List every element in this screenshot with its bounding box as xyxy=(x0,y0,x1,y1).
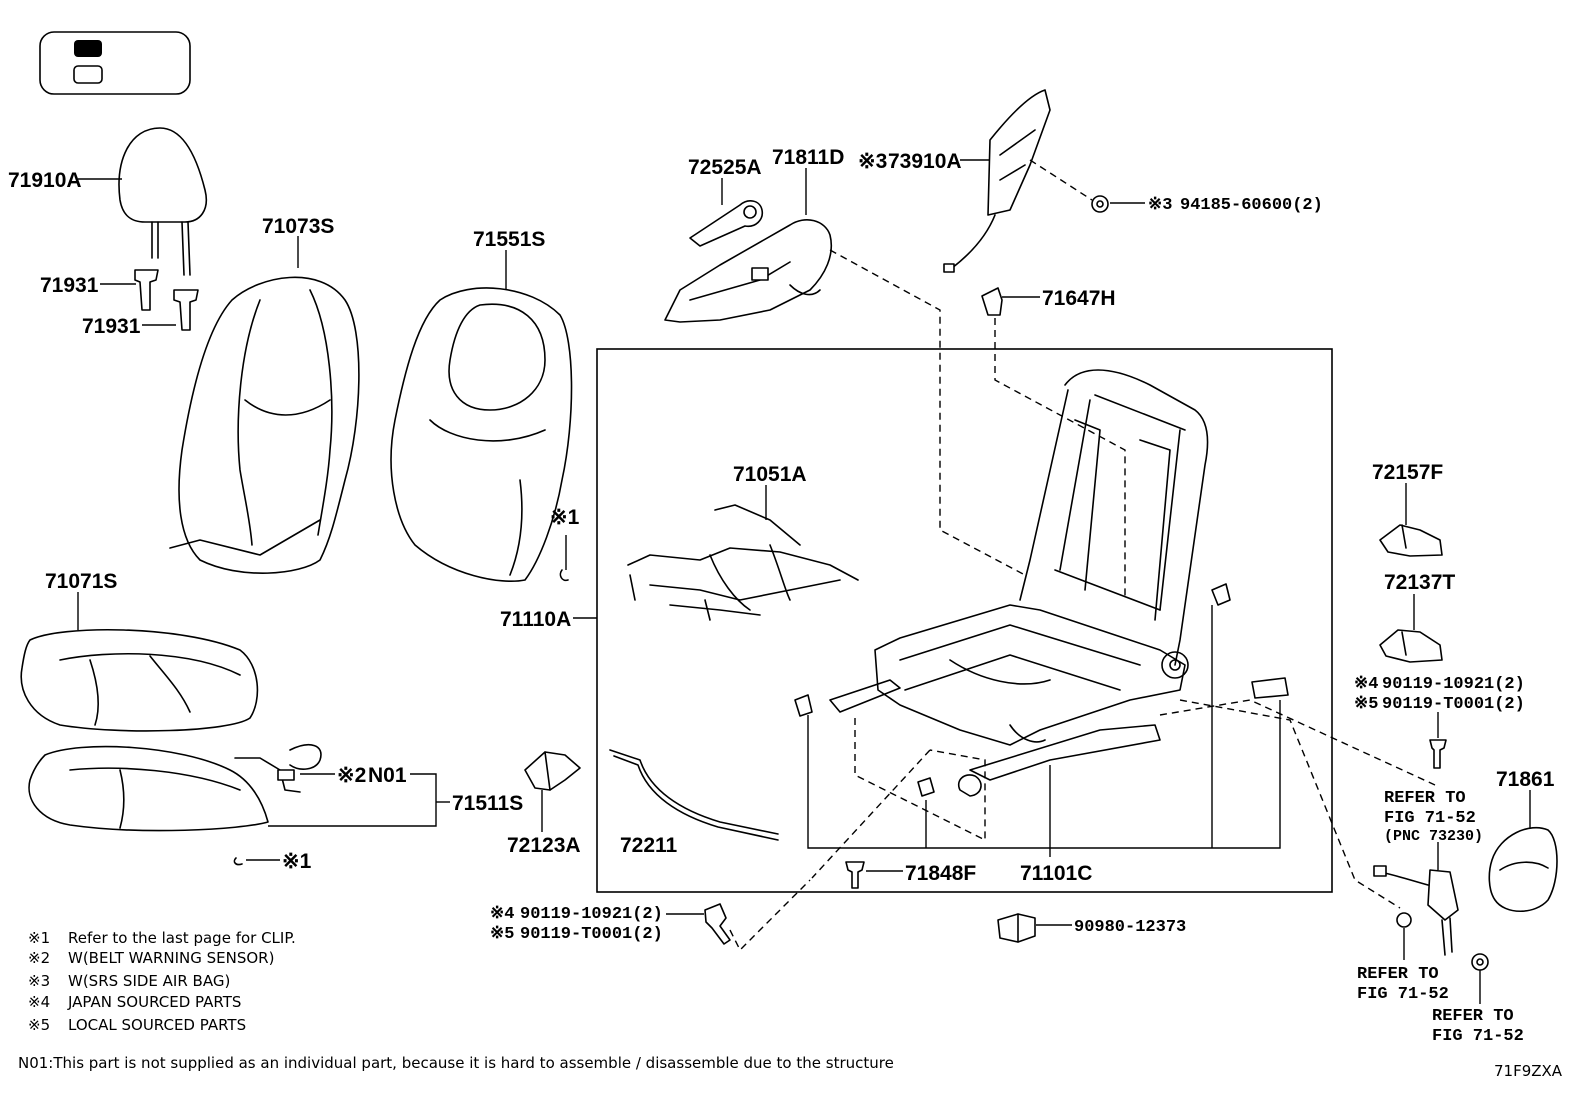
label-72123A: 72123A xyxy=(507,834,581,857)
headrest-support-icon[interactable] xyxy=(134,269,199,331)
label-72137T: 72137T xyxy=(1384,571,1455,594)
recliner-cover-icon[interactable] xyxy=(664,219,833,323)
mark-clip-1b: ※1 xyxy=(282,850,312,873)
note-5-mark: ※5 xyxy=(28,1016,50,1034)
label-72211: 72211 xyxy=(620,834,678,857)
label-90119-T0001-b: 90119-T0001(2) xyxy=(520,925,663,944)
bolt-71848F-icon[interactable] xyxy=(845,861,865,889)
notes-list: ※1 Refer to the last page for CLIP. ※2 W… xyxy=(28,929,296,1034)
recliner-lever-icon[interactable] xyxy=(689,200,764,247)
rod-72211-icon[interactable] xyxy=(609,749,779,841)
note-1-mark: ※1 xyxy=(28,929,50,947)
label-N01: N01 xyxy=(368,764,407,787)
seat-spring-icon[interactable] xyxy=(627,504,859,621)
refer-3-line-2[interactable]: FIG 71-52 xyxy=(1432,1027,1524,1046)
label-90119-T0001: 90119-T0001(2) xyxy=(1382,695,1525,714)
label-71073S: 71073S xyxy=(262,215,334,238)
mark-5: ※5 xyxy=(490,925,514,944)
note-4-text: JAPAN SOURCED PARTS xyxy=(67,993,241,1011)
refer-3-line-1[interactable]: REFER TO xyxy=(1432,1007,1514,1026)
buckle-cover-71861-icon[interactable] xyxy=(1488,826,1558,912)
mark-4b: ※4 xyxy=(1354,675,1378,694)
refer-1-line-1[interactable]: REFER TO xyxy=(1384,789,1466,808)
footnote: N01:This part is not supplied as an indi… xyxy=(18,1054,894,1072)
label-71848F: 71848F xyxy=(905,862,976,885)
label-90980-12373: 90980-12373 xyxy=(1074,918,1186,937)
note-2-text: W(BELT WARNING SENSOR) xyxy=(68,949,274,967)
label-71647H: 71647H xyxy=(1042,287,1116,310)
label-71511S: 71511S xyxy=(452,792,523,815)
refer-2-line-1[interactable]: REFER TO xyxy=(1357,965,1439,984)
label-71910A: 71910A xyxy=(8,169,82,192)
label-90119-10921: 90119-10921(2) xyxy=(1382,675,1525,694)
cushion-pad-icon[interactable] xyxy=(28,745,269,832)
refer-2-line-2[interactable]: FIG 71-52 xyxy=(1357,985,1449,1004)
clip-icon-small[interactable] xyxy=(233,857,243,866)
nut-94185-icon[interactable] xyxy=(1091,195,1109,213)
connector-90980-icon[interactable] xyxy=(997,913,1036,943)
label-71071S: 71071S xyxy=(45,570,117,593)
label-71051A: 71051A xyxy=(733,463,807,486)
frame-clip-icon[interactable] xyxy=(794,583,1289,797)
mark-3: ※3 xyxy=(858,150,887,173)
label-90119-10921-b: 90119-10921(2) xyxy=(520,905,663,924)
bracket-72123A-icon[interactable] xyxy=(524,751,581,791)
mark-clip-1: ※1 xyxy=(550,506,580,529)
note-3-mark: ※3 xyxy=(28,972,50,990)
note-2-mark: ※2 xyxy=(28,949,50,967)
note-3-text: W(SRS SIDE AIR BAG) xyxy=(68,972,230,990)
bolt-90119-icon[interactable] xyxy=(704,903,731,945)
refer-1-line-3[interactable]: (PNC 73230) xyxy=(1384,828,1483,845)
cushion-cover-icon[interactable] xyxy=(20,629,259,732)
mark-3b: ※3 xyxy=(1148,196,1172,215)
label-71110A: 71110A xyxy=(500,608,571,631)
note-5-text: LOCAL SOURCED PARTS xyxy=(68,1016,246,1034)
washer-icon[interactable] xyxy=(1396,912,1489,971)
label-72157F: 72157F xyxy=(1372,461,1443,484)
mark-5b: ※5 xyxy=(1354,695,1378,714)
label-72525A: 72525A xyxy=(688,156,762,179)
label-94185-60600: 94185-60600(2) xyxy=(1180,196,1323,215)
seat-belt-buckle-icon[interactable] xyxy=(1373,865,1459,956)
side-airbag-icon[interactable] xyxy=(943,89,1051,273)
cover-72137T-icon[interactable] xyxy=(1379,629,1443,663)
label-71931-b: 71931 xyxy=(82,315,141,338)
seatback-pad-icon[interactable] xyxy=(390,287,573,583)
label-71101C: 71101C xyxy=(1020,862,1092,885)
label-71551S: 71551S xyxy=(473,228,545,251)
cover-72157F-icon[interactable] xyxy=(1379,524,1443,557)
legend-box-icon xyxy=(39,31,191,95)
seat-frame-icon[interactable] xyxy=(829,369,1209,797)
mark-2: ※2 xyxy=(337,764,366,787)
note-4-mark: ※4 xyxy=(28,993,50,1011)
belt-warning-sensor-icon[interactable] xyxy=(234,744,322,793)
label-71811D: 71811D xyxy=(772,146,844,169)
label-71861: 71861 xyxy=(1496,768,1555,791)
figure-code: 71F9ZXA xyxy=(1494,1062,1563,1080)
label-73910A: 73910A xyxy=(888,150,962,173)
frame-assembly-box xyxy=(596,348,1333,893)
note-1-text: Refer to the last page for CLIP. xyxy=(68,929,296,947)
headrest-icon[interactable] xyxy=(118,127,207,276)
label-71931-a: 71931 xyxy=(40,274,99,297)
mark-4: ※4 xyxy=(490,905,514,924)
bolt-90119-right-icon[interactable] xyxy=(1429,739,1447,769)
clip-71647H-icon[interactable] xyxy=(981,287,1003,316)
seatback-cover-icon[interactable] xyxy=(169,276,360,574)
clip-icon[interactable] xyxy=(559,535,569,582)
refer-1-line-2[interactable]: FIG 71-52 xyxy=(1384,809,1476,828)
